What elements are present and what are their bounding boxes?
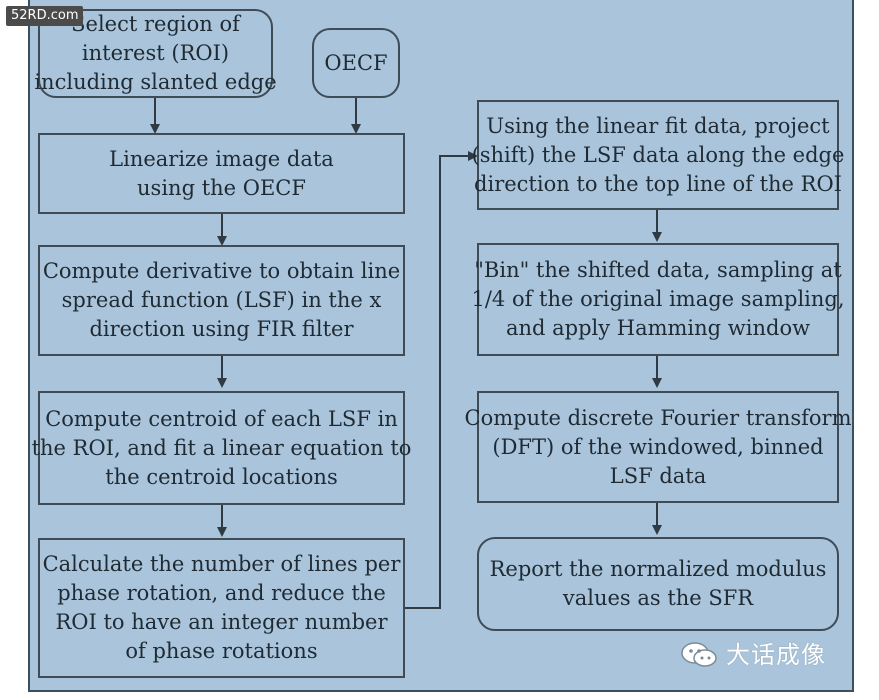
- dft-line-3: LSF data: [609, 463, 707, 488]
- wechat-icon: [681, 642, 717, 667]
- bin-line-2: 1/4 of the original image sampling,: [471, 287, 845, 311]
- calculate-line-1: Calculate the number of lines per: [42, 552, 401, 576]
- linearize-box: Linearize image data using the OECF: [38, 133, 405, 214]
- linearize-line-2: using the OECF: [137, 175, 306, 200]
- centroid-box: Compute centroid of each LSF in the ROI,…: [32, 391, 411, 505]
- linearize-line-1: Linearize image data: [109, 146, 334, 171]
- calculate-line-3: ROI to have an integer number: [55, 610, 388, 634]
- select-roi-line-2: interest (ROI): [81, 41, 230, 65]
- select-roi-line-3: including slanted edge: [34, 70, 277, 94]
- project-line-1: Using the linear fit data, project: [486, 113, 830, 138]
- oecf-label: OECF: [324, 50, 388, 75]
- report-line-1: Report the normalized modulus: [489, 557, 827, 581]
- bin-line-3: and apply Hamming window: [505, 316, 811, 340]
- derivative-line-2: spread function (LSF) in the x: [61, 288, 382, 312]
- dft-line-1: Compute discrete Fourier transform: [464, 405, 852, 430]
- centroid-line-3: the centroid locations: [105, 464, 338, 489]
- bin-line-1: "Bin" the shifted data, sampling at: [474, 258, 842, 282]
- calculate-line-2: phase rotation, and reduce the: [57, 581, 386, 605]
- project-box: Using the linear fit data, project (shif…: [472, 100, 844, 210]
- project-line-2: (shift) the LSF data along the edge: [471, 142, 845, 167]
- oecf-box: OECF: [312, 28, 400, 98]
- report-box: Report the normalized modulus values as …: [477, 537, 839, 631]
- site-watermark: 52RD.com: [6, 6, 84, 26]
- calculate-line-4: of phase rotations: [125, 639, 318, 663]
- derivative-line-3: direction using FIR filter: [89, 317, 354, 341]
- centroid-line-1: Compute centroid of each LSF in: [45, 406, 398, 431]
- watermark-text: 大话成像: [726, 641, 826, 669]
- derivative-line-1: Compute derivative to obtain line: [42, 259, 401, 283]
- centroid-line-2: the ROI, and fit a linear equation to: [31, 435, 412, 460]
- dft-line-2: (DFT) of the windowed, binned: [492, 434, 824, 459]
- report-line-2: values as the SFR: [562, 586, 754, 610]
- dft-box: Compute discrete Fourier transform (DFT)…: [465, 391, 852, 503]
- derivative-box: Compute derivative to obtain line spread…: [38, 245, 405, 356]
- wechat-watermark: 大话成像: [680, 640, 826, 670]
- calculate-box: Calculate the number of lines per phase …: [38, 538, 405, 678]
- bin-box: "Bin" the shifted data, sampling at 1/4 …: [471, 243, 845, 356]
- select-roi-line-1: Select region of: [71, 12, 240, 36]
- project-line-3: direction to the top line of the ROI: [474, 171, 842, 196]
